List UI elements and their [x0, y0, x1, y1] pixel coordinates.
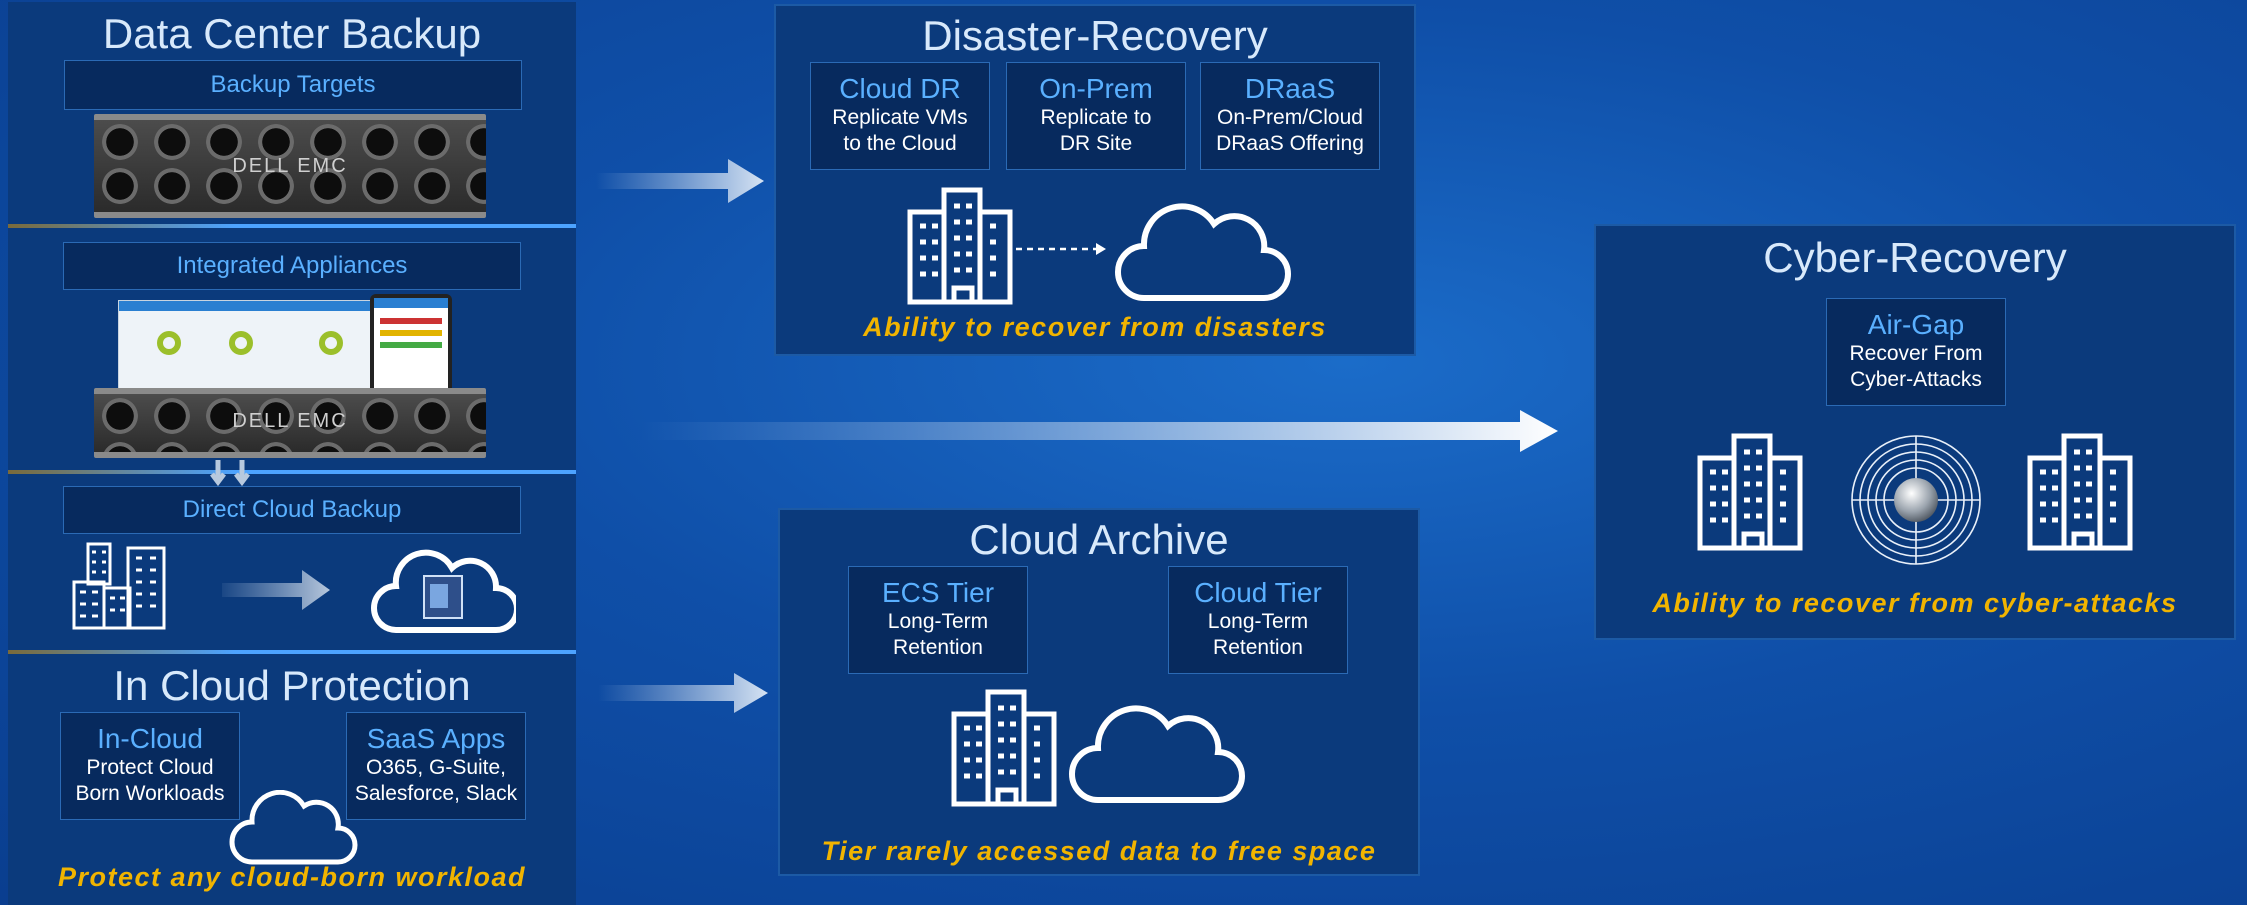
cloud-tier-line1: Long-Term: [1207, 610, 1309, 633]
saas-apps-heading: SaaS Apps: [366, 723, 506, 754]
cloud-dr-box: Cloud DR Replicate VMs to the Cloud: [810, 62, 990, 170]
building-icon: [1696, 432, 1804, 552]
in-cloud-line2: Born Workloads: [75, 782, 225, 805]
arrow-to-disaster-recovery: [596, 159, 766, 203]
backup-targets-label: Backup Targets: [64, 60, 522, 110]
draas-heading: DRaaS: [1244, 73, 1336, 104]
air-gap-vault-icon: [1848, 432, 1984, 568]
in-cloud-tagline: Protect any cloud-born workload: [57, 862, 527, 892]
ecs-tier-box: ECS Tier Long-Term Retention: [848, 566, 1028, 674]
cloud-tier-heading: Cloud Tier: [1194, 577, 1322, 608]
draas-box: DRaaS On-Prem/Cloud DRaaS Offering: [1200, 62, 1380, 170]
draas-line1: On-Prem/Cloud: [1217, 106, 1363, 129]
ecs-tier-heading: ECS Tier: [881, 577, 995, 608]
in-cloud-line1: Protect Cloud: [86, 756, 214, 779]
cloud-dr-line2: to the Cloud: [843, 132, 957, 155]
air-gap-line2: Cyber-Attacks: [1850, 368, 1982, 391]
saas-apps-line2: Salesforce, Slack: [354, 782, 518, 805]
air-gap-heading: Air-Gap: [1867, 309, 1965, 340]
hardware-logo: DELL EMC: [232, 154, 348, 177]
saas-apps-box: SaaS Apps O365, G-Suite, Salesforce, Sla…: [346, 712, 526, 820]
in-cloud-heading: In-Cloud: [97, 723, 203, 754]
in-cloud-box: In-Cloud Protect Cloud Born Workloads: [60, 712, 240, 820]
hardware-logo: DELL EMC: [232, 410, 348, 433]
cloud-archive-title: Cloud Archive: [969, 516, 1229, 563]
separator-line: [8, 224, 576, 228]
separator-line: [8, 650, 576, 654]
cloud-tier-line2: Retention: [1213, 636, 1303, 659]
backup-target-hardware-image: DELL EMC: [94, 114, 486, 218]
on-prem-line1: Replicate to: [1040, 106, 1152, 129]
cyber-recovery-panel: Cyber-Recovery Air-Gap Recover From Cybe…: [1594, 224, 2236, 640]
cloud-icon: [1108, 192, 1298, 304]
cloud-tier-box: Cloud Tier Long-Term Retention: [1168, 566, 1348, 674]
direct-cloud-arrow-icon: [222, 570, 332, 610]
on-prem-heading: On-Prem: [1039, 73, 1153, 104]
building-icon: [950, 688, 1058, 808]
cloud-dr-line1: Replicate VMs: [832, 106, 968, 129]
data-center-backup-title: Data Center Backup: [102, 10, 482, 57]
saas-apps-line1: O365, G-Suite,: [365, 756, 507, 779]
direct-cloud-backup-label: Direct Cloud Backup: [63, 486, 521, 534]
appliance-dashboard-image: [118, 300, 380, 394]
cloud-icon: [226, 790, 360, 866]
replication-dashed-arrow-icon: [1016, 242, 1108, 256]
arrow-to-cyber-recovery: [640, 410, 1560, 452]
on-prem-line2: DR Site: [1059, 132, 1133, 155]
cloud-dr-heading: Cloud DR: [839, 73, 961, 104]
cyber-recovery-tagline: Ability to recover from cyber-attacks: [1652, 588, 2178, 618]
separator-line: [8, 470, 576, 474]
arrow-to-cloud-archive: [598, 673, 770, 713]
cyber-recovery-title: Cyber-Recovery: [1763, 234, 2067, 281]
in-cloud-protection-title: In Cloud Protection: [113, 662, 471, 709]
building-icon: [906, 186, 1014, 306]
cloud-archive-tagline: Tier rarely accessed data to free space: [821, 836, 1377, 866]
data-center-backup-panel: Data Center Backup Backup Targets DELL E…: [8, 2, 576, 905]
disaster-recovery-title: Disaster-Recovery: [922, 12, 1268, 59]
cloud-archive-panel: Cloud Archive ECS Tier Long-Term Retenti…: [778, 508, 1420, 876]
disaster-recovery-panel: Disaster-Recovery Cloud DR Replicate VMs…: [774, 4, 1416, 356]
mobile-app-image: [370, 294, 452, 394]
building-icon: [2026, 432, 2134, 552]
appliance-hardware-image: DELL EMC: [94, 388, 486, 458]
cloud-icon: [1062, 694, 1252, 806]
ecs-tier-line2: Retention: [893, 636, 983, 659]
air-gap-line1: Recover From: [1849, 342, 1983, 365]
office-buildings-icon: [70, 540, 170, 630]
cloud-storage-icon: [366, 542, 516, 634]
ecs-tier-line1: Long-Term: [887, 610, 989, 633]
disaster-recovery-tagline: Ability to recover from disasters: [863, 312, 1327, 342]
integrated-appliances-label: Integrated Appliances: [63, 242, 521, 290]
draas-line2: DRaaS Offering: [1216, 132, 1364, 155]
down-arrows-icon: [208, 460, 258, 494]
air-gap-box: Air-Gap Recover From Cyber-Attacks: [1826, 298, 2006, 406]
on-prem-box: On-Prem Replicate to DR Site: [1006, 62, 1186, 170]
